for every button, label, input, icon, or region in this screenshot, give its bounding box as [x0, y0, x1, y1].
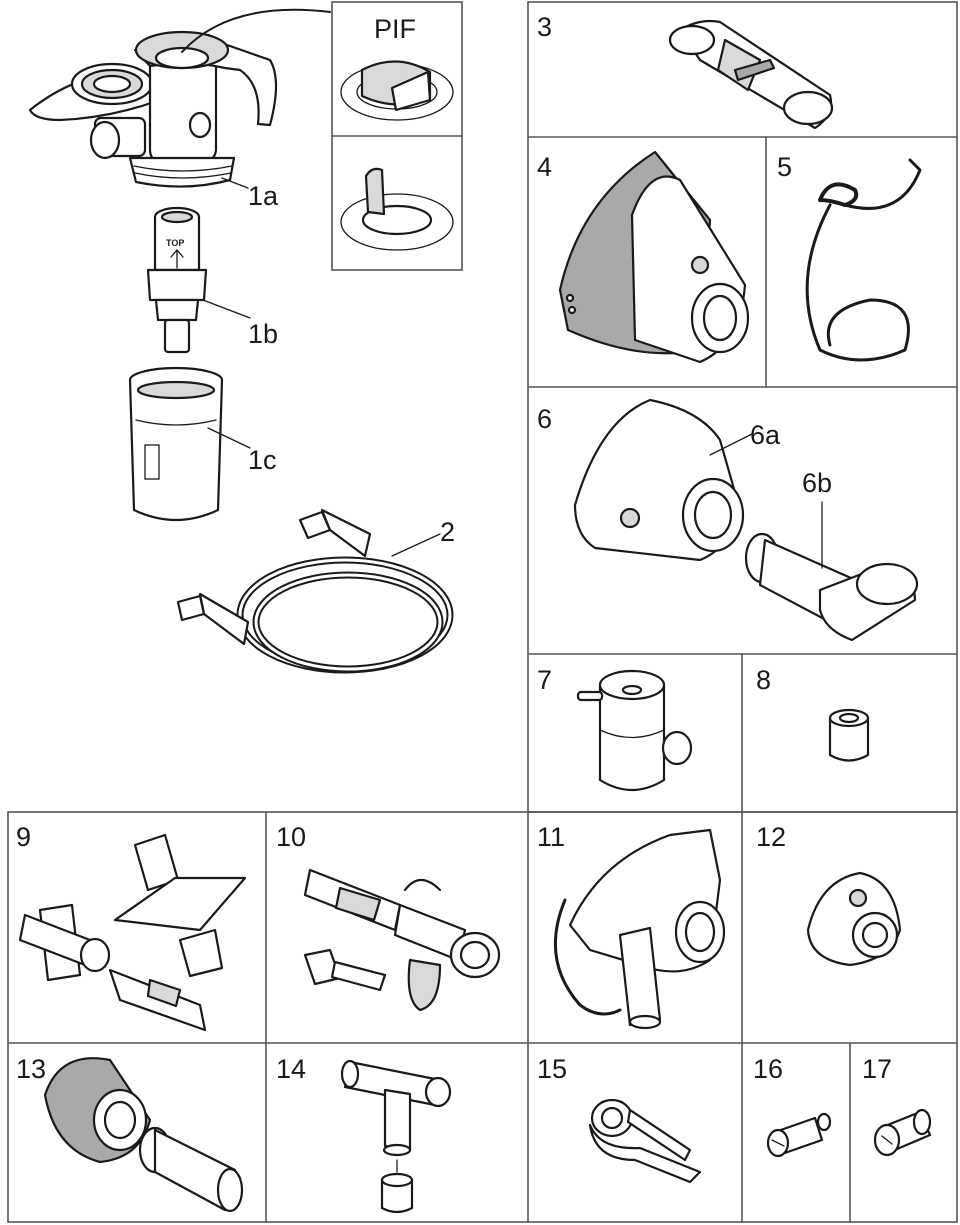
label-9: 9	[16, 822, 31, 852]
mouthpiece-valve-set-icon: 10	[276, 822, 501, 1012]
small-cap-icon: 8	[756, 665, 870, 762]
label-7: 7	[537, 665, 552, 695]
label-6a: 6a	[750, 420, 781, 450]
label-14: 14	[276, 1054, 306, 1084]
tube-clip-icon: 15	[537, 1054, 702, 1184]
label-8: 8	[756, 665, 771, 695]
adult-mask-icon: 4	[537, 150, 750, 364]
label-3: 3	[537, 12, 552, 42]
top-marking: TOP	[166, 238, 184, 248]
label-15: 15	[537, 1054, 567, 1084]
label-6b: 6b	[802, 468, 832, 498]
pif-valve-inset: PIF	[340, 14, 454, 251]
panel-grid	[7, 1, 958, 1223]
nebulizer-insert-icon: TOP 1b	[146, 206, 278, 354]
nebulizer-cup-icon: 1c	[128, 366, 277, 522]
label-1b: 1b	[248, 319, 278, 349]
child-mask-with-strap-icon: 11	[537, 822, 726, 1030]
baby-mask-icon: 12	[756, 822, 902, 967]
filter-tube-icon: 3	[537, 12, 834, 130]
label-1c: 1c	[248, 445, 277, 475]
label-4: 4	[537, 152, 552, 182]
nasal-prongs-icon: 5	[777, 152, 922, 362]
t-piece-with-cap-icon: 14	[276, 1054, 452, 1214]
label-12: 12	[756, 822, 786, 852]
child-mask-with-adapter-icon: 6 6a 6b	[537, 398, 919, 642]
label-16: 16	[753, 1054, 783, 1084]
pif-callout-line	[181, 8, 331, 53]
label-6: 6	[537, 404, 552, 434]
label-17: 17	[862, 1054, 892, 1084]
valve-adapter-icon: 7	[537, 665, 693, 791]
label-2: 2	[440, 517, 455, 547]
mouthpiece-filter-set-icon: 9	[16, 822, 247, 1032]
label-10: 10	[276, 822, 306, 852]
connection-tubing-icon: 2	[176, 508, 455, 674]
label-11: 11	[537, 822, 565, 852]
label-1a: 1a	[248, 181, 279, 211]
label-13: 13	[16, 1054, 46, 1084]
plug-icon: 16	[753, 1054, 832, 1158]
nebulizer-top-icon: 1a	[28, 8, 331, 211]
label-5: 5	[777, 152, 792, 182]
bottom-grid-frame	[7, 811, 958, 1223]
end-cap-icon: 17	[862, 1054, 932, 1157]
baby-mask-angled-icon: 13	[16, 1054, 244, 1213]
label-pif: PIF	[374, 14, 416, 44]
